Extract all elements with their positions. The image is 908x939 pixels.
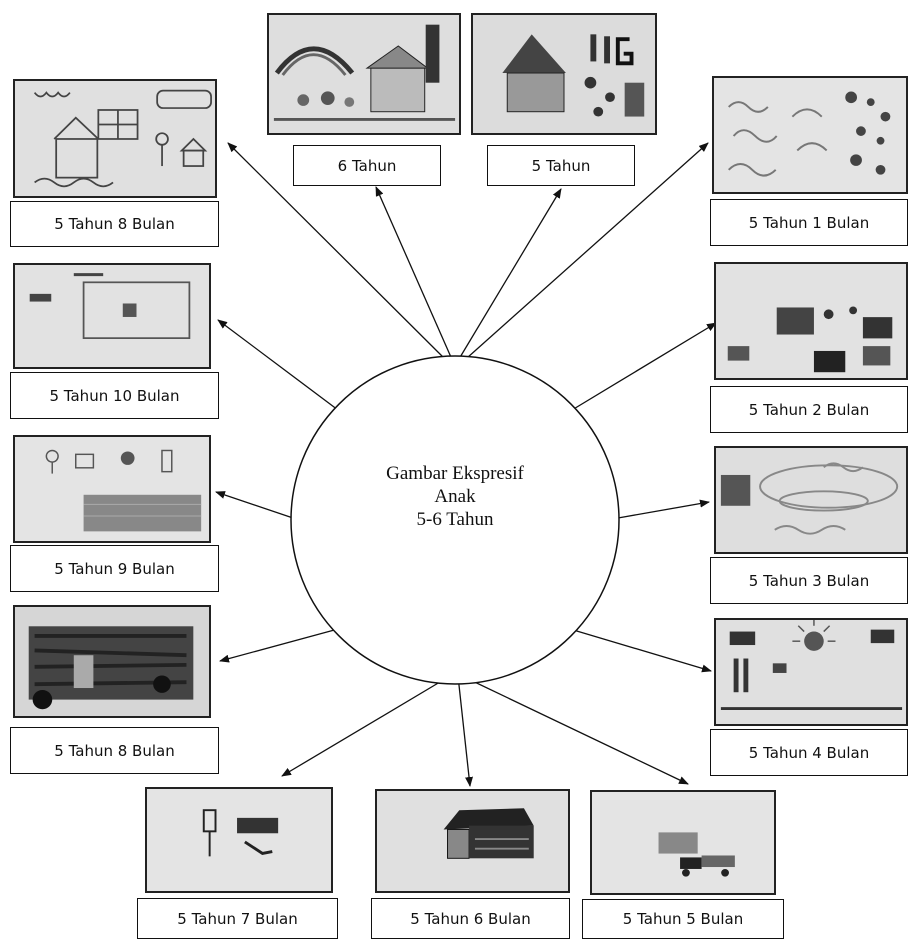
- drawing-photo-5-tahun-1-bulan: [712, 76, 908, 194]
- drawing-photo-5-tahun-6-bulan: [375, 789, 570, 893]
- drawing-photo-5-tahun-5-bulan: [590, 790, 776, 895]
- drawing-label-5-tahun-4-bulan: 5 Tahun 4 Bulan: [710, 729, 908, 776]
- arrow-5-tahun: [455, 188, 562, 365]
- drawing-label-5-tahun: 5 Tahun: [487, 145, 635, 186]
- drawing-label-5-tahun-8-bulan-bottom: 5 Tahun 8 Bulan: [10, 727, 219, 774]
- drawing-photo-5-tahun-3-bulan: [714, 446, 908, 554]
- center-title: Gambar Ekspresif Anak 5-6 Tahun: [330, 462, 580, 531]
- arrow-5-tahun-5-bulan: [461, 675, 689, 785]
- drawing-photo-5-tahun-7-bulan: [145, 787, 333, 893]
- drawing-photo-5-tahun-2-bulan: [714, 262, 908, 380]
- drawing-label-5-tahun-1-bulan: 5 Tahun 1 Bulan: [710, 199, 908, 246]
- drawing-photo-5-tahun: [471, 13, 657, 135]
- arrow-5-tahun-1-bulan: [457, 142, 709, 367]
- arrow-5-tahun-4-bulan: [569, 628, 712, 673]
- drawing-photo-5-tahun-4-bulan: [714, 618, 908, 726]
- drawing-photo-5-tahun-8-bulan-top: [13, 79, 217, 198]
- arrow-5-tahun-6-bulan: [457, 675, 474, 787]
- drawing-label-5-tahun-9-bulan: 5 Tahun 9 Bulan: [10, 545, 219, 592]
- arrow-6-tahun: [375, 186, 455, 365]
- drawing-photo-6-tahun: [267, 13, 461, 135]
- drawing-photo-5-tahun-10-bulan: [13, 263, 211, 369]
- arrow-5-tahun-8-bulan-top: [227, 142, 453, 367]
- drawing-label-5-tahun-5-bulan: 5 Tahun 5 Bulan: [582, 899, 784, 939]
- arrow-5-tahun-8-bulan-bottom: [219, 628, 339, 663]
- drawing-photo-5-tahun-9-bulan: [13, 435, 211, 543]
- drawing-label-5-tahun-3-bulan: 5 Tahun 3 Bulan: [710, 557, 908, 604]
- drawing-photo-5-tahun-8-bulan-bottom: [13, 605, 211, 718]
- center-line-3: 5-6 Tahun: [416, 509, 494, 530]
- center-line-2: Anak: [434, 486, 476, 507]
- arrow-5-tahun-2-bulan: [571, 322, 717, 411]
- arrow-5-tahun-10-bulan: [217, 319, 339, 411]
- arrow-5-tahun-7-bulan: [281, 675, 451, 777]
- drawing-label-5-tahun-8-bulan-top: 5 Tahun 8 Bulan: [10, 201, 219, 247]
- center-line-1: Gambar Ekspresif: [386, 463, 524, 484]
- arrow-5-tahun-9-bulan: [215, 491, 294, 519]
- drawing-label-6-tahun: 6 Tahun: [293, 145, 441, 186]
- arrow-5-tahun-3-bulan: [617, 499, 710, 519]
- drawing-label-5-tahun-2-bulan: 5 Tahun 2 Bulan: [710, 386, 908, 433]
- drawing-label-5-tahun-10-bulan: 5 Tahun 10 Bulan: [10, 372, 219, 419]
- drawing-label-5-tahun-6-bulan: 5 Tahun 6 Bulan: [371, 898, 570, 939]
- center-circle: [290, 355, 620, 685]
- drawing-label-5-tahun-7-bulan: 5 Tahun 7 Bulan: [137, 898, 338, 939]
